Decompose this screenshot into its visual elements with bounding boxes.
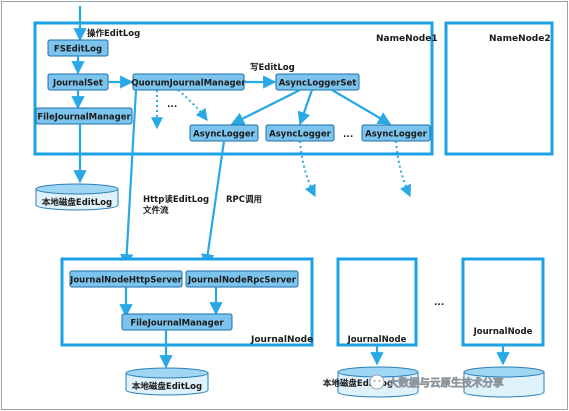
jn2-local-disk-label: 本地磁盘EditLog bbox=[323, 378, 393, 389]
namenode1-title: NameNode1 bbox=[376, 34, 438, 44]
rpc-call-label: RPC调用 bbox=[226, 194, 262, 205]
journalnode-2-container: JournalNode bbox=[336, 257, 418, 347]
asynclogger-2-box: AsyncLogger bbox=[265, 124, 335, 142]
namenode2-container: NameNode2 bbox=[444, 21, 554, 156]
quorum-ellipsis: ... bbox=[167, 100, 177, 110]
http-read-arrow bbox=[120, 89, 138, 268]
journalset-box: JournalSet bbox=[47, 73, 109, 91]
asynclogger-1-label: AsyncLogger bbox=[193, 130, 255, 140]
jn-filejournalmanager-box: FileJournalManager bbox=[121, 313, 233, 331]
journalnode-ellipsis: ... bbox=[434, 298, 444, 308]
watermark: 大数据与云原生技术分享 bbox=[369, 374, 504, 390]
asyncloggerset-to-logger2-arrow bbox=[297, 89, 314, 126]
asynclogger-2-label: AsyncLogger bbox=[269, 130, 331, 140]
file-stream-label: 文件流 bbox=[143, 205, 169, 216]
nn1-local-disk-cylinder: 本地磁盘EditLog bbox=[35, 183, 119, 211]
quorum-dotted-arrow-2 bbox=[177, 89, 208, 121]
asyncloggerset-label: AsyncLoggerSet bbox=[279, 79, 357, 89]
journalnode-http-server-box: JournalNodeHttpServer bbox=[69, 270, 183, 288]
namenode2-title: NameNode2 bbox=[489, 34, 551, 44]
asynclogger-ellipsis: ... bbox=[343, 130, 353, 140]
jn-local-disk-label: 本地磁盘EditLog bbox=[132, 381, 202, 392]
fseditlog-box: FSEditLog bbox=[47, 39, 109, 57]
jn-filejournalmanager-label: FileJournalManager bbox=[130, 319, 224, 329]
journalnode-http-server-label: JournalNodeHttpServer bbox=[69, 276, 182, 286]
quorum-journal-manager-box: QuorumJournalManager bbox=[131, 73, 246, 91]
asynclogger-1-box: AsyncLogger bbox=[189, 124, 259, 142]
fseditlog-label: FSEditLog bbox=[54, 45, 102, 55]
asyncloggerset-to-logger1-arrow bbox=[230, 89, 301, 125]
write-editlog-label: 写EditLog bbox=[250, 63, 295, 73]
wechat-logo-icon bbox=[369, 374, 385, 390]
nn1-filejournalmanager-box: FileJournalManager bbox=[35, 107, 133, 125]
quorum-journal-manager-label: QuorumJournalManager bbox=[131, 79, 246, 89]
asyncloggerset-to-logger3-arrow bbox=[331, 89, 392, 125]
journalset-label: JournalSet bbox=[52, 79, 103, 89]
nn1-local-disk-label: 本地磁盘EditLog bbox=[42, 197, 112, 208]
journalnode-3-title: JournalNode bbox=[473, 327, 533, 337]
asynclogger-3-label: AsyncLogger bbox=[365, 130, 427, 140]
journalnode-rpc-server-box: JournalNodeRpcServer bbox=[185, 270, 299, 288]
jn3-local-disk-cylinder bbox=[463, 366, 545, 398]
rpc-call-arrow bbox=[201, 140, 226, 268]
jn-local-disk-cylinder: 本地磁盘EditLog bbox=[125, 367, 209, 396]
journalnode-3-container: JournalNode bbox=[461, 257, 545, 347]
journalnode-2-title: JournalNode bbox=[347, 335, 407, 345]
http-read-editlog-label: Http读EditLog bbox=[143, 194, 209, 205]
asyncloggerset-box: AsyncLoggerSet bbox=[275, 73, 360, 91]
journalnode-main-title: JournalNode bbox=[250, 335, 313, 345]
journalnode-rpc-server-label: JournalNodeRpcServer bbox=[187, 276, 297, 286]
asynclogger-3-box: AsyncLogger bbox=[361, 124, 431, 142]
nn1-filejournalmanager-label: FileJournalManager bbox=[37, 113, 131, 123]
operation-editlog-label: 操作EditLog bbox=[87, 28, 140, 39]
watermark-text: 大数据与云原生技术分享 bbox=[388, 376, 504, 389]
